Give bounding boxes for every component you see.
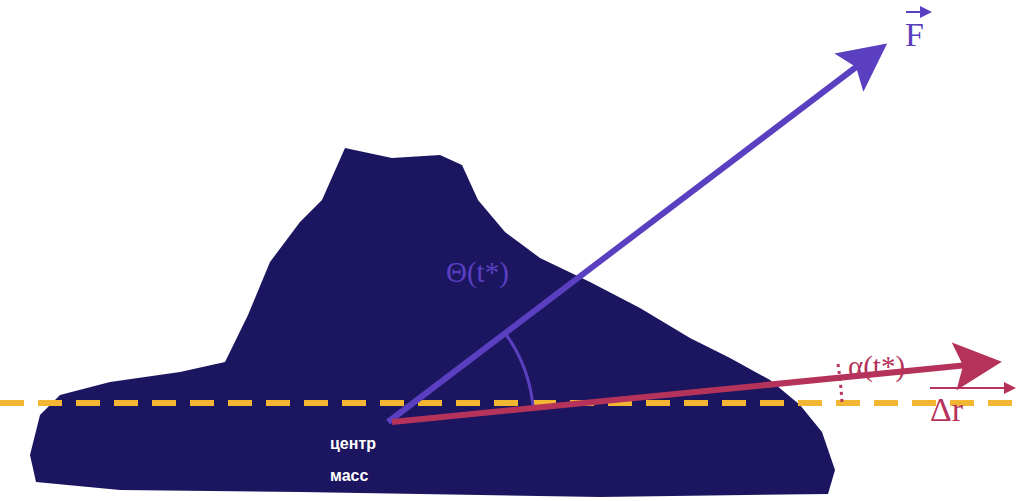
alpha-arc [838,364,842,402]
body-shape [30,148,835,497]
point-label: центр масс [330,428,390,492]
force-vector [388,58,868,422]
vector-overline [930,387,1014,389]
theta-arc [505,333,533,406]
horizontal-axis [0,400,1022,406]
vector-label: Δr [930,393,963,427]
vector-overline [906,11,930,13]
vector-label: F [905,18,924,52]
angle-label: Θ(t*) [446,258,509,287]
angle-label: α(t*) [848,352,905,381]
